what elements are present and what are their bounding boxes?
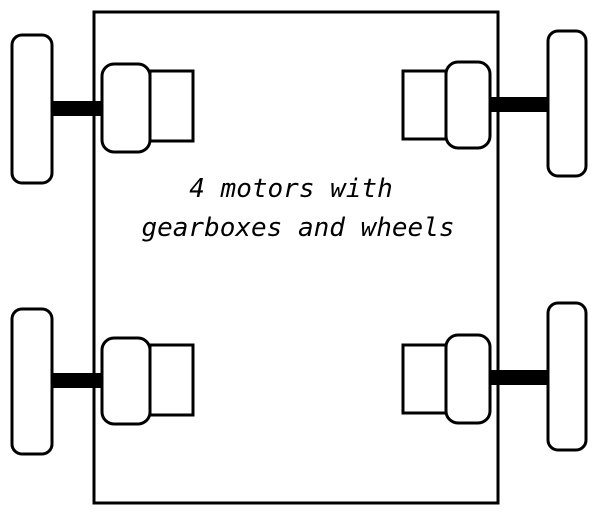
front-left-wheel xyxy=(10,33,54,185)
front-right-gearbox xyxy=(401,69,448,141)
front-left-motor xyxy=(100,62,152,154)
caption-line-2: gearboxes and wheels xyxy=(141,213,454,243)
caption-line-1: 4 motors with xyxy=(189,174,393,204)
rear-right-gearbox xyxy=(401,343,448,415)
rear-right-drive-assembly xyxy=(401,301,588,452)
front-right-axle xyxy=(490,97,548,112)
front-right-motor xyxy=(444,60,492,150)
front-right-wheel xyxy=(546,29,588,178)
front-left-axle xyxy=(52,101,102,116)
rear-right-motor xyxy=(444,333,492,425)
rear-right-wheel xyxy=(546,301,588,452)
front-left-drive-assembly xyxy=(10,33,195,185)
rear-right-axle xyxy=(490,370,548,385)
rear-left-gearbox xyxy=(148,343,195,417)
front-right-drive-assembly xyxy=(401,29,588,178)
rear-left-drive-assembly xyxy=(10,307,195,456)
rear-left-motor xyxy=(100,336,152,426)
front-left-gearbox xyxy=(148,69,195,143)
rear-left-axle xyxy=(52,373,102,388)
rear-left-wheel xyxy=(10,307,54,456)
